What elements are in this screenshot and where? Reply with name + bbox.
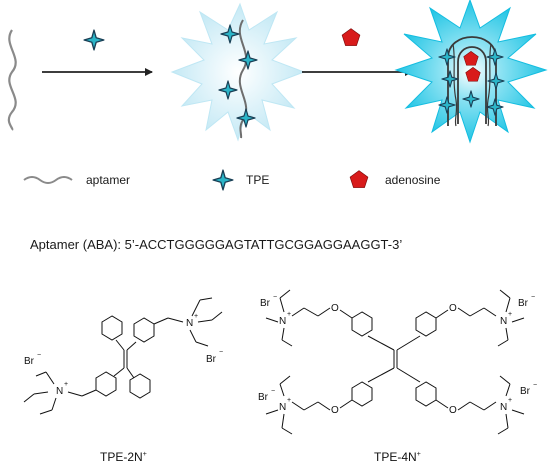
atom-label: N xyxy=(279,316,286,327)
charge-label: − xyxy=(37,352,41,359)
atom-label: O xyxy=(331,303,339,314)
counterion-label: Br xyxy=(520,386,531,397)
legend-adenosine-label: adenosine xyxy=(385,173,441,187)
atom-label: N xyxy=(500,316,507,327)
atom-label: O xyxy=(449,405,457,416)
aptamer-strand-icon xyxy=(7,29,17,131)
atom-label: N xyxy=(500,402,507,413)
adenosine-pentagon-icon xyxy=(349,170,369,188)
caption-text: TPE-2N xyxy=(100,450,143,464)
aptamer-sequence: Aptamer (ABA): 5’-ACCTGGGGGAGTATTGCGGAGG… xyxy=(30,237,402,252)
aptamer-strand-icon xyxy=(238,19,248,139)
counterion-label: Br xyxy=(258,392,269,403)
atom-label: N xyxy=(279,402,286,413)
caption-tpe-4n: TPE-4N+ xyxy=(374,450,421,464)
charge-label: − xyxy=(533,382,537,389)
caption-sup: + xyxy=(143,451,147,458)
adenosine-pentagon-icon xyxy=(341,28,361,46)
charge-label: − xyxy=(273,294,277,301)
charge-label: + xyxy=(64,381,68,388)
burst-icon xyxy=(170,2,306,142)
structure-tpe-2n: N + Br − N + Br − xyxy=(23,297,223,415)
counterion-label: Br xyxy=(206,354,217,365)
tpe-star-icon xyxy=(212,169,234,191)
counterion-label: Br xyxy=(24,356,35,367)
aptamer-strand-icon xyxy=(23,176,73,184)
caption-text: TPE-4N xyxy=(374,450,417,464)
charge-label: − xyxy=(219,349,223,356)
caption-sup: + xyxy=(417,451,421,458)
scheme xyxy=(7,0,548,144)
atom-label: O xyxy=(331,405,339,416)
charge-label: + xyxy=(287,311,291,318)
atom-label: N xyxy=(186,318,193,329)
charge-label: + xyxy=(194,313,198,320)
legend-aptamer-label: aptamer xyxy=(86,173,130,187)
charge-label: + xyxy=(508,311,512,318)
counterion-label: Br xyxy=(518,298,529,309)
structure-tpe-4n: O O O O N + Br − N + Br − N + Br − N + B… xyxy=(258,289,537,435)
atom-label: O xyxy=(449,303,457,314)
legend: aptamer TPE adenosine xyxy=(23,169,441,191)
legend-tpe-label: TPE xyxy=(246,173,269,187)
counterion-label: Br xyxy=(260,298,271,309)
atom-label: N xyxy=(56,386,63,397)
charge-label: + xyxy=(287,397,291,404)
charge-label: − xyxy=(271,388,275,395)
caption-tpe-2n: TPE-2N+ xyxy=(100,450,147,464)
charge-label: − xyxy=(531,294,535,301)
tpe-star-icon xyxy=(83,29,105,51)
charge-label: + xyxy=(508,397,512,404)
